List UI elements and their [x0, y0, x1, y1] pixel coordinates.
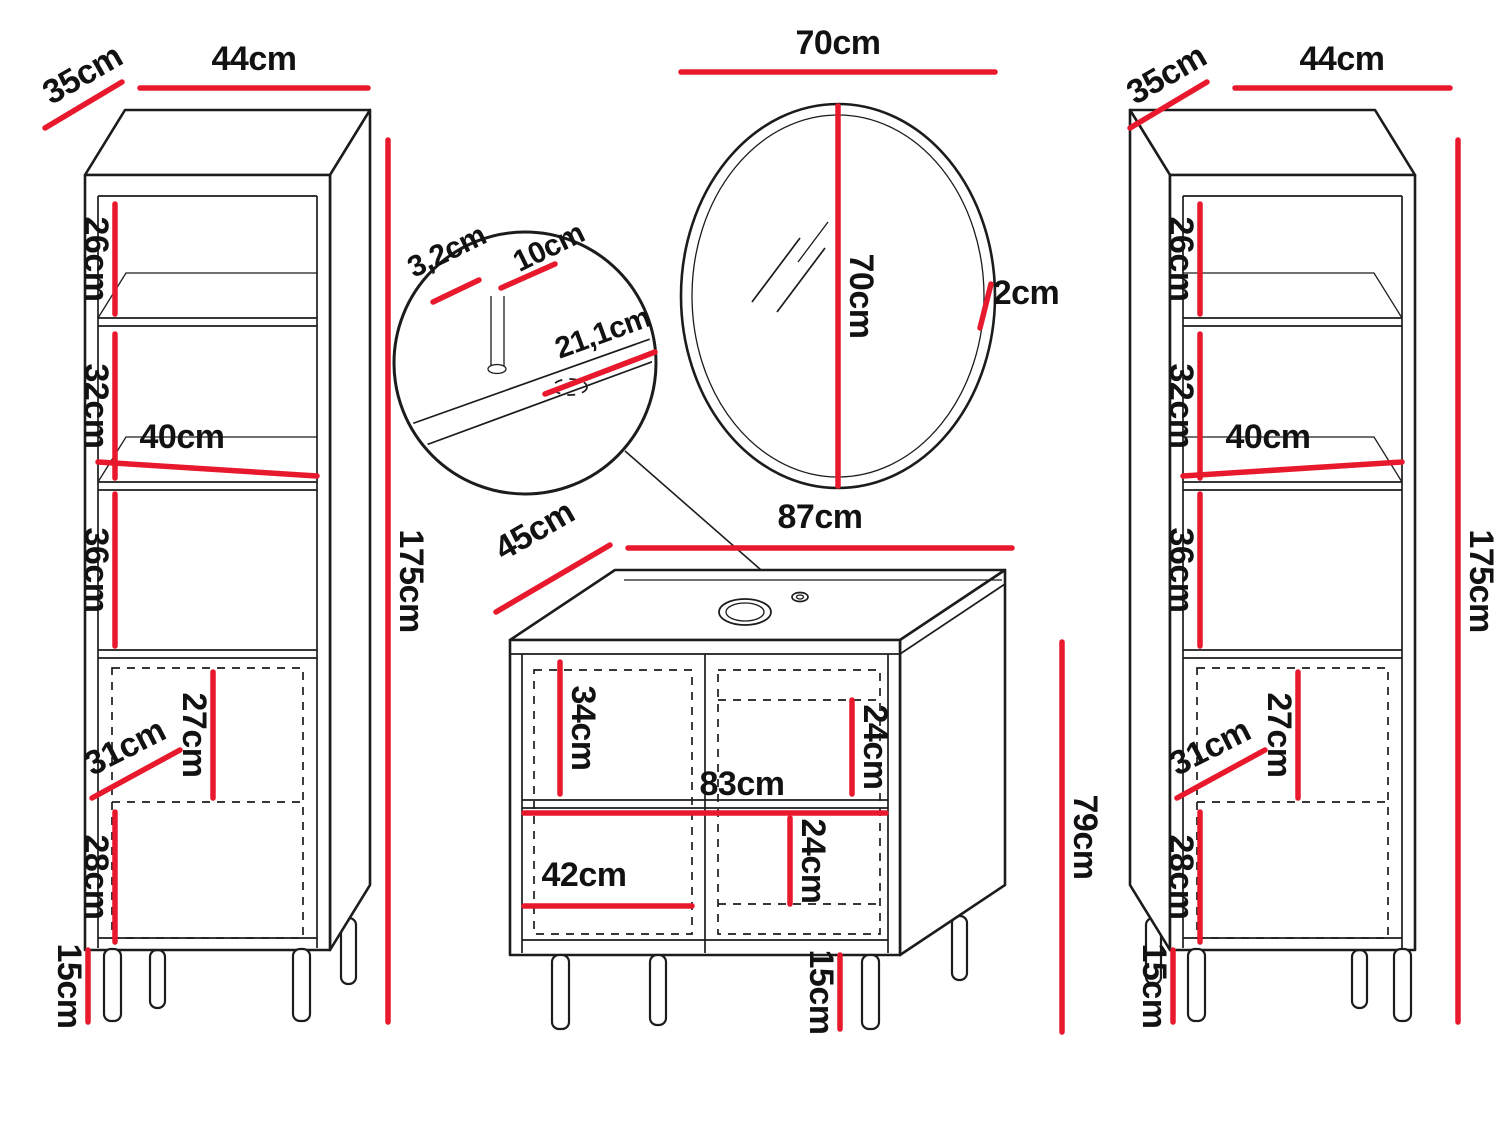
drain-hole-hidden: [552, 378, 588, 396]
vanity-depth-label: 45cm: [488, 493, 581, 568]
right-cabinet-width-label: 44cm: [1300, 40, 1385, 78]
inner-width-dim-line: [95, 459, 320, 479]
vanity-door-width-label: 42cm: [542, 856, 627, 894]
right-cabinet: 35cm 44cm 26cm 32cm 40cm 36cm 27cm 31cm …: [1120, 37, 1500, 1029]
mirror-depth-dim-line: [977, 281, 994, 331]
sink-drain-hole: [718, 598, 772, 626]
left-cabinet: 35cm 44cm 26cm 32cm 40cm 36cm 27cm 31cm …: [36, 37, 430, 1029]
left-cabinet-door-inner1-label: 27cm: [175, 693, 213, 778]
vanity-width-label: 87cm: [778, 498, 863, 536]
tap-hole: [487, 363, 507, 375]
right-cabinet-door-inner2-label: 28cm: [1162, 835, 1200, 920]
cabinet-leg: [1392, 947, 1413, 1023]
depth-dim-line: [1127, 79, 1210, 131]
right-cabinet-depth-label: 35cm: [1120, 37, 1213, 112]
door-depth-dim-line: [1174, 747, 1268, 801]
vanity-leg: [648, 953, 668, 1027]
left-cabinet-legs-label: 15cm: [50, 944, 88, 1029]
vanity-upper-compartment-label: 34cm: [564, 686, 602, 771]
right-cabinet-height-label: 175cm: [1462, 529, 1500, 632]
mirror-width-label: 70cm: [796, 24, 881, 62]
tap-hole-dim-line: [430, 277, 482, 305]
cabinet-leg: [291, 947, 312, 1023]
vanity-leg: [860, 953, 881, 1031]
vanity-structure: [508, 568, 1007, 1031]
left-cabinet-door-inner2-label: 28cm: [77, 835, 115, 920]
left-cabinet-structure: [83, 108, 372, 1023]
vanity-inner-width-label: 83cm: [700, 765, 785, 803]
right-cabinet-door-inner1-label: 27cm: [1260, 693, 1298, 778]
door-depth-dim-line: [89, 747, 183, 801]
cabinet-leg: [1186, 947, 1207, 1023]
left-cabinet-compartment1-label: 26cm: [77, 217, 115, 302]
mirror: 70cm 70cm 2cm: [678, 24, 1060, 490]
left-cabinet-inner-width-label: 40cm: [140, 418, 225, 456]
right-cabinet-compartment2-label: 32cm: [1162, 364, 1200, 449]
left-cabinet-compartment2-label: 32cm: [77, 364, 115, 449]
vanity-leg: [950, 914, 969, 982]
vanity-lower-compartment-label: 24cm: [794, 819, 832, 904]
right-cabinet-compartment1-label: 26cm: [1162, 217, 1200, 302]
detail-circle: [392, 230, 658, 496]
vanity-cabinet: 45cm 87cm 34cm 24cm 83cm 42cm 24cm 15cm …: [488, 493, 1104, 1035]
left-cabinet-height-label: 175cm: [392, 529, 430, 632]
vanity-basin-clearance-label: 24cm: [856, 705, 894, 790]
right-cabinet-structure: [1128, 108, 1417, 1023]
cabinet-leg: [102, 947, 123, 1023]
vanity-depth-dim-line: [493, 542, 613, 615]
cabinet-leg: [1350, 948, 1369, 1010]
hole-offset-dim-line: [542, 349, 658, 397]
right-cabinet-inner-width-label: 40cm: [1226, 418, 1311, 456]
cabinet-leg: [148, 948, 167, 1010]
left-cabinet-compartment3-label: 36cm: [77, 528, 115, 613]
mirror-dimensions: 70cm 70cm 2cm: [678, 24, 1060, 489]
inner-width-dim-line: [1180, 459, 1405, 479]
depth-dim-line: [42, 79, 125, 131]
vanity-dimensions: 45cm 87cm 34cm 24cm 83cm 42cm 24cm 15cm …: [488, 493, 1104, 1035]
left-cabinet-width-label: 44cm: [212, 40, 297, 78]
vanity-height-label: 79cm: [1066, 795, 1104, 880]
right-cabinet-legs-label: 15cm: [1135, 944, 1173, 1029]
vanity-legs-label: 15cm: [802, 950, 840, 1035]
detail-contents: [399, 296, 652, 453]
mirror-height-label: 70cm: [842, 254, 880, 339]
mirror-depth-label: 2cm: [993, 274, 1060, 312]
hole-spacing-dim-line: [498, 261, 558, 291]
vanity-leg: [550, 953, 571, 1031]
left-cabinet-depth-label: 35cm: [36, 37, 129, 112]
right-cabinet-compartment3-label: 36cm: [1162, 528, 1200, 613]
mirror-shine: [751, 221, 829, 313]
sink-tap-hole: [791, 591, 809, 603]
